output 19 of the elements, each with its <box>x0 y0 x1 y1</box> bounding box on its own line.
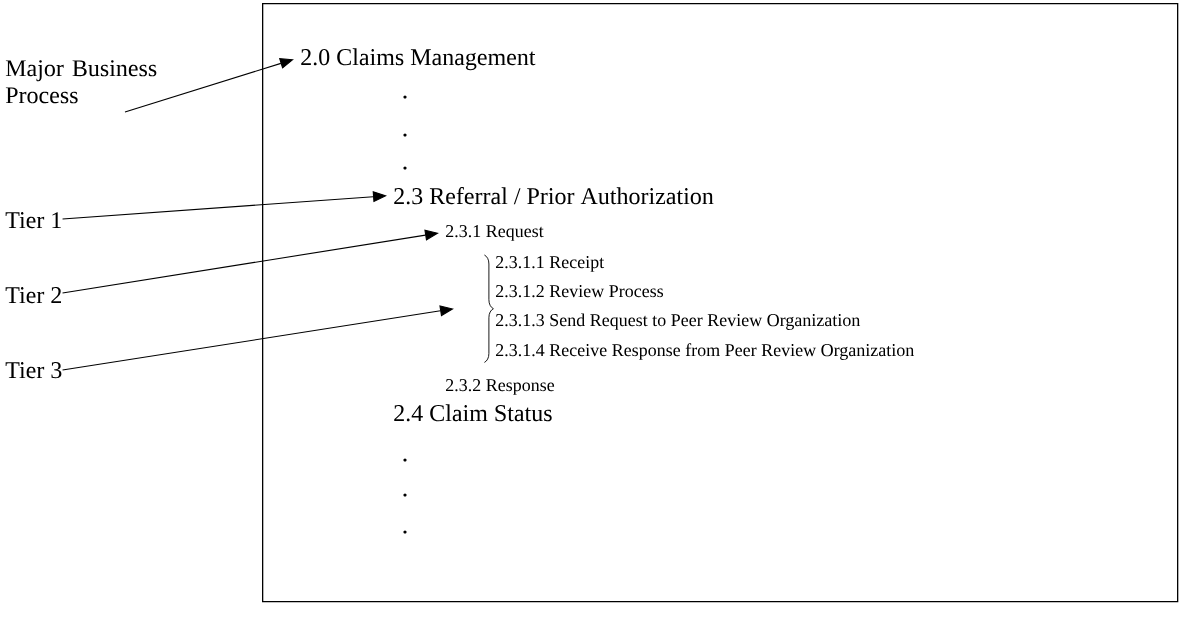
item-text: 2.3.1.2 Review Process <box>496 285 664 298</box>
item-text: 2.0 Claims Management <box>301 48 536 71</box>
item-text: 2.4 Claim Status <box>394 404 552 422</box>
item-text: 2.3 Referral / Prior Authorization <box>394 187 714 205</box>
item-text: Tier 3 <box>5 362 62 379</box>
item-text: 2.3.2 Response <box>446 379 555 395</box>
arrow <box>62 229 439 294</box>
item-text: 2.3.1.1 Receipt <box>496 256 605 272</box>
item-text: Major Business Process <box>5 60 157 104</box>
item-text: 2.3.1 Request <box>446 225 544 241</box>
arrow <box>62 191 387 220</box>
arrow <box>62 305 454 371</box>
item-text: 2.3.1.4 Receive Response from Peer Review Organization <box>496 343 915 360</box>
frame-box <box>262 3 1179 603</box>
item-text: Tier 2 <box>5 287 61 304</box>
curly-brace <box>483 254 494 363</box>
item-text: Tier 1 <box>5 212 61 229</box>
item-text: 2.3.1.3 Send Request to Peer Review Organization <box>496 313 861 330</box>
arrow <box>124 58 294 113</box>
